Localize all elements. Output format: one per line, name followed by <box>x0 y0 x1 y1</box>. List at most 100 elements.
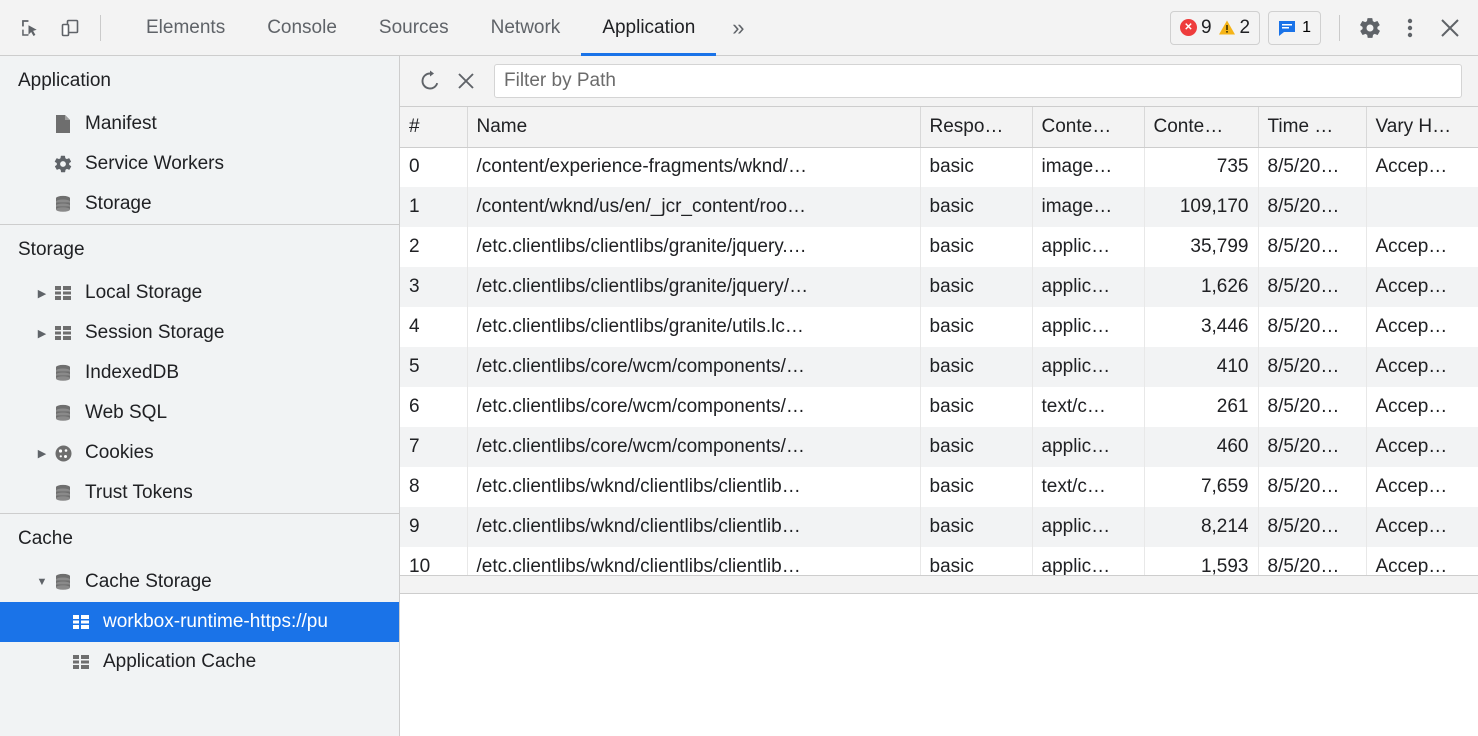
database-icon <box>52 482 74 504</box>
sidebar-item-label: Trust Tokens <box>85 482 193 504</box>
cell-content-length: 735 <box>1144 147 1258 187</box>
sidebar-item-cookies[interactable]: ▶ Cookies <box>0 433 399 473</box>
database-icon <box>52 193 74 215</box>
table-row[interactable]: 5 /etc.clientlibs/core/wcm/components/… … <box>400 347 1478 387</box>
table-row[interactable]: 6 /etc.clientlibs/core/wcm/components/… … <box>400 387 1478 427</box>
cell-name: /etc.clientlibs/core/wcm/components/… <box>467 347 920 387</box>
sidebar-item-label: IndexedDB <box>85 362 179 384</box>
cell-time-cached: 8/5/20… <box>1258 187 1366 227</box>
more-tabs-icon[interactable]: » <box>716 0 760 56</box>
cell-content-type: applic… <box>1032 347 1144 387</box>
table-row[interactable]: 2 /etc.clientlibs/clientlibs/granite/jqu… <box>400 227 1478 267</box>
sidebar-item-indexeddb[interactable]: ▶ IndexedDB <box>0 353 399 393</box>
table-row[interactable]: 7 /etc.clientlibs/core/wcm/components/… … <box>400 427 1478 467</box>
sidebar-item-workbox-runtime-cache[interactable]: workbox-runtime-https://pu <box>0 602 399 642</box>
cell-time-cached: 8/5/20… <box>1258 227 1366 267</box>
cell-name: /etc.clientlibs/clientlibs/granite/jquer… <box>467 267 920 307</box>
cell-content-type: applic… <box>1032 547 1144 576</box>
cell-index: 6 <box>400 387 467 427</box>
chevron-down-icon[interactable]: ▼ <box>34 576 50 588</box>
column-header-index[interactable]: # <box>400 107 467 147</box>
sidebar-item-label: Storage <box>85 193 152 215</box>
cache-main-panel: # Name Respo… Conte… Conte… Time … Vary … <box>400 56 1478 736</box>
tab-application[interactable]: Application <box>581 0 716 56</box>
column-header-time-cached[interactable]: Time … <box>1258 107 1366 147</box>
gear-icon[interactable] <box>1350 8 1390 48</box>
filter-by-path-input[interactable] <box>494 64 1462 98</box>
cell-response-type: basic <box>920 547 1032 576</box>
sidebar-item-local-storage[interactable]: ▶ Local Storage <box>0 273 399 313</box>
sidebar-item-label: Service Workers <box>85 153 224 175</box>
table-row[interactable]: 3 /etc.clientlibs/clientlibs/granite/jqu… <box>400 267 1478 307</box>
issues-counter-group[interactable]: 9 2 <box>1170 11 1260 45</box>
tab-sources[interactable]: Sources <box>358 0 470 56</box>
error-icon <box>1180 19 1197 36</box>
column-header-response-type[interactable]: Respo… <box>920 107 1032 147</box>
cell-name: /etc.clientlibs/wknd/clientlibs/clientli… <box>467 467 920 507</box>
column-header-content-length[interactable]: Conte… <box>1144 107 1258 147</box>
messages-counter-group[interactable]: 1 <box>1268 11 1321 45</box>
cell-response-type: basic <box>920 307 1032 347</box>
tab-label: Network <box>491 17 561 39</box>
sidebar-item-trust-tokens[interactable]: ▶ Trust Tokens <box>0 473 399 513</box>
chevron-right-icon[interactable]: ▶ <box>34 327 50 340</box>
sidebar-item-service-workers[interactable]: ▶ Service Workers <box>0 144 399 184</box>
column-header-content-type[interactable]: Conte… <box>1032 107 1144 147</box>
column-header-vary-header[interactable]: Vary H… <box>1366 107 1478 147</box>
cell-vary-header: Accep… <box>1366 387 1478 427</box>
delete-x-icon[interactable] <box>448 63 484 99</box>
sidebar-item-session-storage[interactable]: ▶ Session Storage <box>0 313 399 353</box>
cell-response-type: basic <box>920 147 1032 187</box>
sidebar-section-storage: Storage ▶ Local Storage ▶ Session Storag… <box>0 225 399 514</box>
device-toolbar-icon[interactable] <box>50 8 90 48</box>
table-row[interactable]: 8 /etc.clientlibs/wknd/clientlibs/client… <box>400 467 1478 507</box>
sidebar-item-manifest[interactable]: ▶ Manifest <box>0 104 399 144</box>
cell-vary-header: Accep… <box>1366 347 1478 387</box>
column-header-name[interactable]: Name <box>467 107 920 147</box>
devtools-body: Application ▶ Manifest ▶ Service Workers <box>0 56 1478 736</box>
cell-index: 7 <box>400 427 467 467</box>
manifest-file-icon <box>52 113 74 135</box>
sidebar-item-storage[interactable]: ▶ Storage <box>0 184 399 224</box>
toolbar-divider-right <box>1339 15 1340 41</box>
cell-index: 5 <box>400 347 467 387</box>
tab-label: Application <box>602 17 695 39</box>
error-counter[interactable]: 9 <box>1180 17 1212 39</box>
cell-content-type: applic… <box>1032 307 1144 347</box>
cell-name: /etc.clientlibs/wknd/clientlibs/clientli… <box>467 547 920 576</box>
kebab-menu-icon[interactable] <box>1390 8 1430 48</box>
sidebar-item-cache-storage[interactable]: ▼ Cache Storage <box>0 562 399 602</box>
tab-network[interactable]: Network <box>470 0 582 56</box>
table-row[interactable]: 9 /etc.clientlibs/wknd/clientlibs/client… <box>400 507 1478 547</box>
cell-vary-header: Accep… <box>1366 307 1478 347</box>
cell-vary-header: Accep… <box>1366 227 1478 267</box>
cell-content-length: 1,626 <box>1144 267 1258 307</box>
table-header: # Name Respo… Conte… Conte… Time … Vary … <box>400 107 1478 147</box>
table-row[interactable]: 4 /etc.clientlibs/clientlibs/granite/uti… <box>400 307 1478 347</box>
cell-vary-header: Accep… <box>1366 147 1478 187</box>
inspect-element-icon[interactable] <box>10 8 50 48</box>
warning-counter[interactable]: 2 <box>1218 17 1251 39</box>
table-row[interactable]: 0 /content/experience-fragments/wknd/… b… <box>400 147 1478 187</box>
refresh-icon[interactable] <box>412 63 448 99</box>
sidebar-item-label: workbox-runtime-https://pu <box>103 611 328 633</box>
chevron-right-icon[interactable]: ▶ <box>34 447 50 460</box>
cell-time-cached: 8/5/20… <box>1258 467 1366 507</box>
close-icon[interactable] <box>1430 8 1470 48</box>
tab-elements[interactable]: Elements <box>125 0 246 56</box>
cell-content-type: applic… <box>1032 267 1144 307</box>
table-row[interactable]: 1 /content/wknd/us/en/_jcr_content/roo… … <box>400 187 1478 227</box>
table-row[interactable]: 10 /etc.clientlibs/wknd/clientlibs/clien… <box>400 547 1478 576</box>
tab-console[interactable]: Console <box>246 0 358 56</box>
devtools-main-toolbar: Elements Console Sources Network Applica… <box>0 0 1478 56</box>
sidebar-item-web-sql[interactable]: ▶ Web SQL <box>0 393 399 433</box>
cell-content-type: image… <box>1032 147 1144 187</box>
error-count: 9 <box>1201 17 1212 39</box>
sidebar-item-application-cache[interactable]: Application Cache <box>0 642 399 682</box>
horizontal-splitter[interactable] <box>400 576 1478 594</box>
cell-content-type: text/c… <box>1032 387 1144 427</box>
cell-index: 4 <box>400 307 467 347</box>
chevron-right-icon[interactable]: ▶ <box>34 287 50 300</box>
cell-content-type: applic… <box>1032 227 1144 267</box>
